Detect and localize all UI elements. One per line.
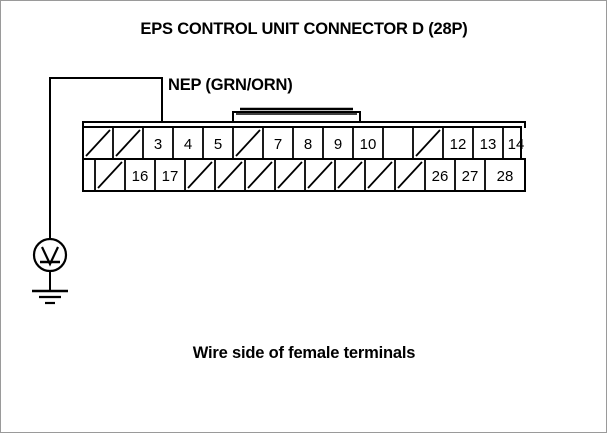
connector-body: 3 4 5 7 8 9 10 12 13 14 (82, 107, 526, 192)
voltmeter-symbol (32, 237, 68, 291)
blank-terminal-slash (367, 161, 393, 189)
terminal-9: 9 (334, 136, 342, 153)
connector-row-bottom: 16 17 26 27 28 (82, 158, 526, 192)
terminal-14: 14 (508, 136, 525, 153)
terminal-16: 16 (132, 168, 149, 185)
terminal-4: 4 (184, 136, 192, 153)
terminal-7: 7 (274, 136, 282, 153)
blank-terminal-slash (415, 129, 441, 157)
blank-terminal-slash (187, 161, 213, 189)
connector-shell-top (82, 121, 526, 128)
blank-terminal-slash (85, 129, 111, 157)
terminal-27: 27 (462, 168, 479, 185)
blank-terminal-slash (97, 161, 123, 189)
terminal-10: 10 (360, 136, 377, 153)
terminal-28: 28 (497, 168, 514, 185)
blank-terminal-slash (115, 129, 141, 157)
terminal-13: 13 (480, 136, 497, 153)
connector-row-top: 3 4 5 7 8 9 10 12 13 14 (82, 126, 525, 160)
blank-terminal-slash (307, 161, 333, 189)
terminal-5: 5 (214, 136, 222, 153)
ground-symbol (32, 289, 68, 305)
terminal-26: 26 (432, 168, 449, 185)
terminal-3: 3 (154, 136, 162, 153)
terminal-12: 12 (450, 136, 467, 153)
blank-terminal-slash (247, 161, 273, 189)
blank-terminal-slash (397, 161, 423, 189)
terminal-17: 17 (162, 168, 179, 185)
blank-terminal-slash (235, 129, 261, 157)
page-title: EPS CONTROL UNIT CONNECTOR D (28P) (140, 20, 468, 38)
blank-terminal-slash (337, 161, 363, 189)
terminal-8: 8 (304, 136, 312, 153)
blank-terminal-slash (277, 161, 303, 189)
wire-label-nep: NEP (GRN/ORN) (168, 76, 293, 94)
figure-caption: Wire side of female terminals (192, 344, 416, 362)
connector-latch-tab (232, 107, 361, 123)
test-lead-wire (49, 77, 163, 240)
blank-terminal-slash (217, 161, 243, 189)
